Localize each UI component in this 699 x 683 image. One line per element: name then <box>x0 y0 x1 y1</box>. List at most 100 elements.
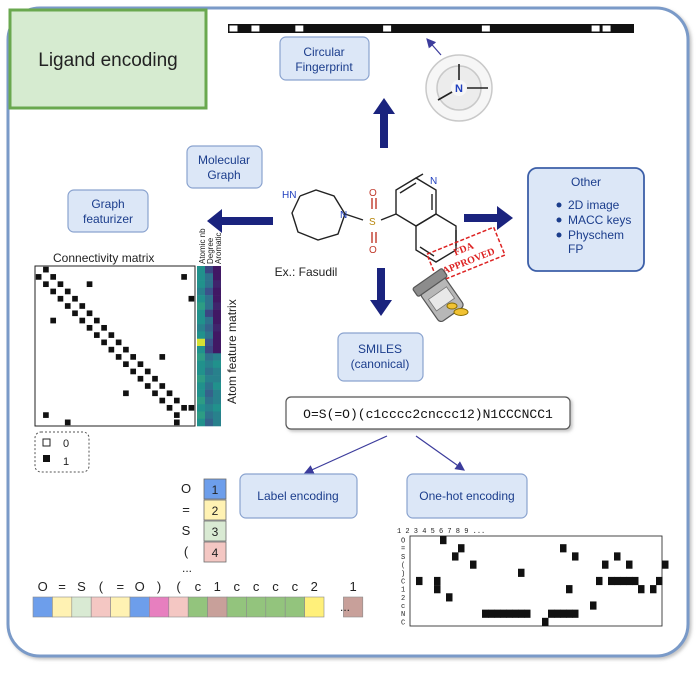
arrow-right-to-other-icon <box>464 206 513 230</box>
feature-cell <box>197 302 205 310</box>
connectivity-cell <box>130 368 137 375</box>
fingerprint-bit <box>383 25 392 32</box>
arrow-to-onehot-encoding-icon <box>415 435 465 471</box>
other-item-fp: FP <box>568 242 583 256</box>
fingerprint-bar-bg <box>228 24 634 33</box>
connectivity-cell <box>35 274 42 280</box>
onehot-row-label: S <box>401 554 405 562</box>
sequence-cell <box>207 596 228 618</box>
feature-cell <box>197 367 205 376</box>
feature-cell <box>205 273 213 281</box>
onehot-cell <box>446 593 453 602</box>
connectivity-cell <box>159 354 166 360</box>
smiles-line2: (canonical) <box>351 357 410 371</box>
connectivity-cell <box>72 295 78 302</box>
sequence-char: c <box>272 579 279 594</box>
feature-cell <box>213 316 221 325</box>
connectivity-cell <box>123 390 129 397</box>
onehot-cell <box>608 576 615 586</box>
feature-cell <box>197 411 205 420</box>
feature-cell <box>205 382 213 390</box>
onehot-cell <box>548 609 555 618</box>
feature-cell <box>205 353 213 361</box>
connectivity-cell <box>137 361 144 368</box>
arrow-left-to-featurizer-icon <box>207 209 273 233</box>
feature-cell <box>213 404 221 412</box>
feature-cell <box>197 316 205 325</box>
onehot-cell <box>482 609 489 618</box>
connectivity-cell <box>64 419 71 426</box>
feature-cell <box>213 396 221 405</box>
onehot-row-label: ( <box>401 562 405 570</box>
sequence-char: O <box>135 579 145 594</box>
feature-col-degree: Degree <box>206 237 215 264</box>
onehot-cell <box>542 617 549 626</box>
connectivity-cell <box>64 288 71 295</box>
connectivity-cell <box>86 324 93 331</box>
feature-cell <box>205 287 213 296</box>
onehot-cell <box>518 609 525 618</box>
feature-cell <box>197 324 205 332</box>
label-code-cell <box>203 541 227 563</box>
sequence-cell <box>149 596 170 618</box>
sequence-cell <box>90 596 111 618</box>
onehot-encoding-box: One-hot encoding <box>406 473 528 519</box>
label-char: S <box>182 523 191 538</box>
onehot-header: 1 2 3 4 5 6 7 8 9 ... <box>397 528 485 536</box>
onehot-row-label: 2 <box>401 595 405 603</box>
onehot-cell <box>452 552 459 561</box>
sequence-cell <box>226 596 247 618</box>
feature-cell <box>197 382 205 390</box>
feature-cell <box>205 360 213 369</box>
feature-cell <box>197 418 205 427</box>
feature-cell <box>197 309 205 318</box>
onehot-cell <box>620 576 627 586</box>
sequence-char: 2 <box>311 579 318 594</box>
connectivity-cell <box>57 281 64 288</box>
onehot-cell <box>638 585 645 594</box>
atom-n-aromatic: N <box>430 176 437 187</box>
feature-cell <box>197 266 205 274</box>
connectivity-cell <box>43 281 49 288</box>
fingerprint-bit <box>295 25 304 32</box>
feature-cell <box>213 346 221 354</box>
fasudil-structure <box>291 173 457 263</box>
connectivity-cell <box>115 354 122 360</box>
sequence-cell <box>304 596 325 618</box>
feature-cell <box>197 353 205 361</box>
smiles-string: O=S(=O)(c1cccc2cnccc12)N1CCCNCC1 <box>303 407 553 422</box>
sequence-ellipsis: ... <box>340 600 350 614</box>
sequence-char: c <box>292 579 299 594</box>
connectivity-cell <box>123 361 129 368</box>
onehot-row-label: N <box>401 611 405 619</box>
feature-cell <box>197 287 205 296</box>
circular-fp-line1: Circular <box>303 45 344 59</box>
connectivity-cell <box>166 390 173 397</box>
feature-cell <box>205 324 213 332</box>
fp-center-atom: N <box>455 83 463 95</box>
onehot-cell <box>440 536 447 545</box>
onehot-cell <box>656 576 663 586</box>
sequence-cell <box>71 596 92 618</box>
feature-cell <box>205 367 213 376</box>
sequence-char: c <box>253 579 260 594</box>
legend-filled-swatch <box>43 455 50 462</box>
sequence-cell <box>52 596 73 618</box>
onehot-row-label: = <box>401 546 405 554</box>
connectivity-cell <box>130 354 137 360</box>
onehot-cell <box>524 609 531 618</box>
connectivity-cell <box>93 332 100 338</box>
feature-cell <box>197 295 205 303</box>
sequence-char: ( <box>99 579 104 594</box>
sequence-cell <box>284 596 305 618</box>
connectivity-cell <box>86 281 93 288</box>
fingerprint-bit <box>229 25 238 32</box>
onehot-cell <box>566 609 573 618</box>
connectivity-matrix <box>34 265 196 427</box>
circular-fingerprint-box: Circular Fingerprint <box>279 36 370 81</box>
connectivity-cell <box>152 390 158 397</box>
sequence-char: = <box>58 579 66 594</box>
atom-s: S <box>369 217 376 228</box>
